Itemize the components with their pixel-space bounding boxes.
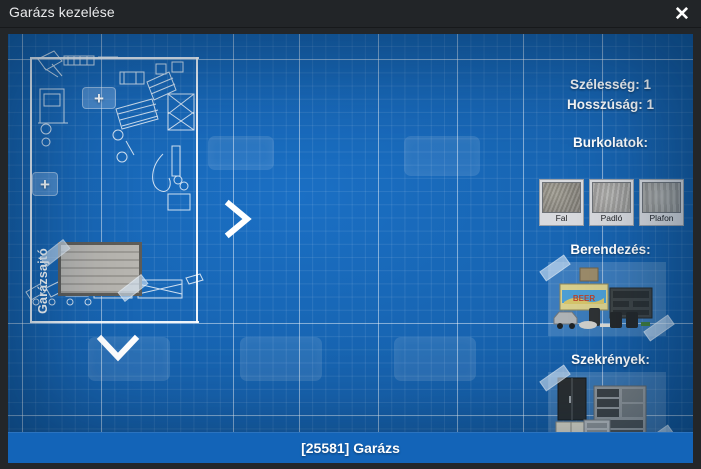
cabinets-heading: Szekrények: <box>571 352 650 367</box>
plot-cell-ghost[interactable] <box>208 136 274 170</box>
swatch-wall-texture <box>542 182 581 213</box>
blueprint-stage[interactable]: + + Garázsajtó Szélesség: 1 Hossz <box>8 34 693 463</box>
garage-caption: [25581] Garázs <box>8 432 693 463</box>
garage-right-wall <box>196 57 198 323</box>
furniture-heading: Berendezés: <box>570 242 651 257</box>
swatch-ceiling-texture <box>642 182 681 213</box>
surface-swatch-row: Fal Padló Plafon <box>534 179 689 227</box>
window-title: Garázs kezelése <box>9 4 115 20</box>
garage-length-line: Hosszúság: 1 <box>566 97 655 112</box>
swatch-floor-texture <box>592 182 631 213</box>
furniture-photo-art: BEER <box>548 262 666 336</box>
surfaces-heading: Burkolatok: <box>572 135 648 150</box>
window-frame: + + Garázsajtó Szélesség: 1 Hossz <box>0 28 701 469</box>
swatch-wall-label: Fal <box>555 213 568 223</box>
swatch-wall[interactable]: Fal <box>539 179 584 227</box>
swatch-ceiling-label: Plafon <box>649 213 674 223</box>
plot-cell-ghost[interactable] <box>404 136 480 176</box>
expand-top-button[interactable]: + <box>82 87 116 109</box>
chevron-down-icon[interactable] <box>96 332 140 364</box>
furniture-photo[interactable]: BEER <box>548 262 666 336</box>
garage-options-panel: Szélesség: 1 Hosszúság: 1 Burkolatok: Fa… <box>528 34 693 463</box>
close-icon[interactable]: ✕ <box>674 3 690 25</box>
swatch-ceiling[interactable]: Plafon <box>639 179 684 227</box>
plot-cell-ghost[interactable] <box>394 337 476 381</box>
plot-cell-ghost[interactable] <box>240 337 322 381</box>
garage-width-line: Szélesség: 1 <box>569 77 652 92</box>
title-bar: Garázs kezelése ✕ <box>0 0 701 28</box>
expand-left-button[interactable]: + <box>32 172 58 196</box>
swatch-floor[interactable]: Padló <box>589 179 634 227</box>
chevron-right-icon[interactable] <box>222 199 254 239</box>
svg-text:BEER: BEER <box>573 294 595 303</box>
swatch-floor-label: Padló <box>600 213 623 223</box>
